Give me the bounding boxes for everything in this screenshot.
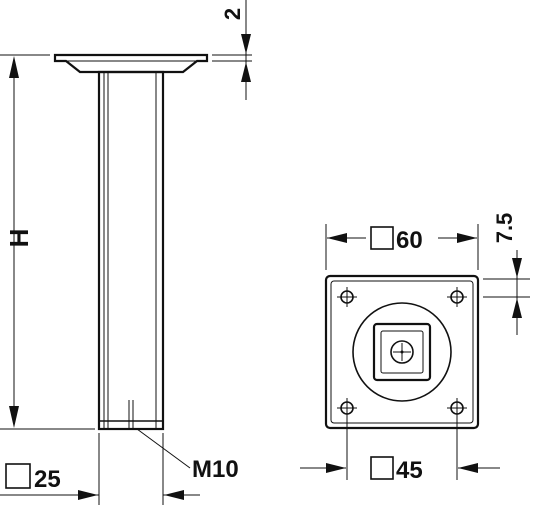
hole-spacing-label: 45 [396, 457, 423, 484]
flange-thickness-dimension: 2 [212, 0, 252, 100]
square-icon [5, 463, 31, 489]
plate-inner-edge [330, 280, 474, 424]
plate-center-ring [352, 302, 452, 402]
hole-offset-dimension: 7.5 [483, 213, 530, 335]
tube-body [97, 70, 165, 431]
mounting-plate-profile [53, 53, 209, 74]
socket-inner [380, 330, 424, 374]
mounting-hole-bottom-right [447, 398, 467, 418]
plate-size-dimension: 60 [325, 224, 479, 270]
square-icon [370, 226, 394, 250]
socket-outer [372, 322, 432, 382]
tube-size-dimension: 25 [0, 433, 200, 505]
thread-callout: M10 [136, 428, 239, 483]
tube-size-label: 25 [34, 466, 61, 493]
hole-spacing-dimension: 45 [300, 418, 500, 484]
height-dimension: H [0, 54, 95, 430]
flange-thickness-label: 2 [220, 8, 245, 20]
mounting-hole-top-left [337, 287, 357, 307]
mounting-hole-bottom-left [337, 398, 357, 418]
square-icon [370, 456, 394, 480]
height-label: H [4, 229, 34, 248]
hole-offset-label: 7.5 [492, 213, 517, 244]
mounting-hole-top-right [447, 287, 467, 307]
plate-outer-edge [324, 274, 480, 430]
thread-hole [390, 340, 414, 364]
thread-label: M10 [192, 456, 239, 483]
plate-size-label: 60 [396, 227, 423, 254]
leg-side-view [53, 53, 209, 431]
plate-top-view [324, 274, 480, 430]
